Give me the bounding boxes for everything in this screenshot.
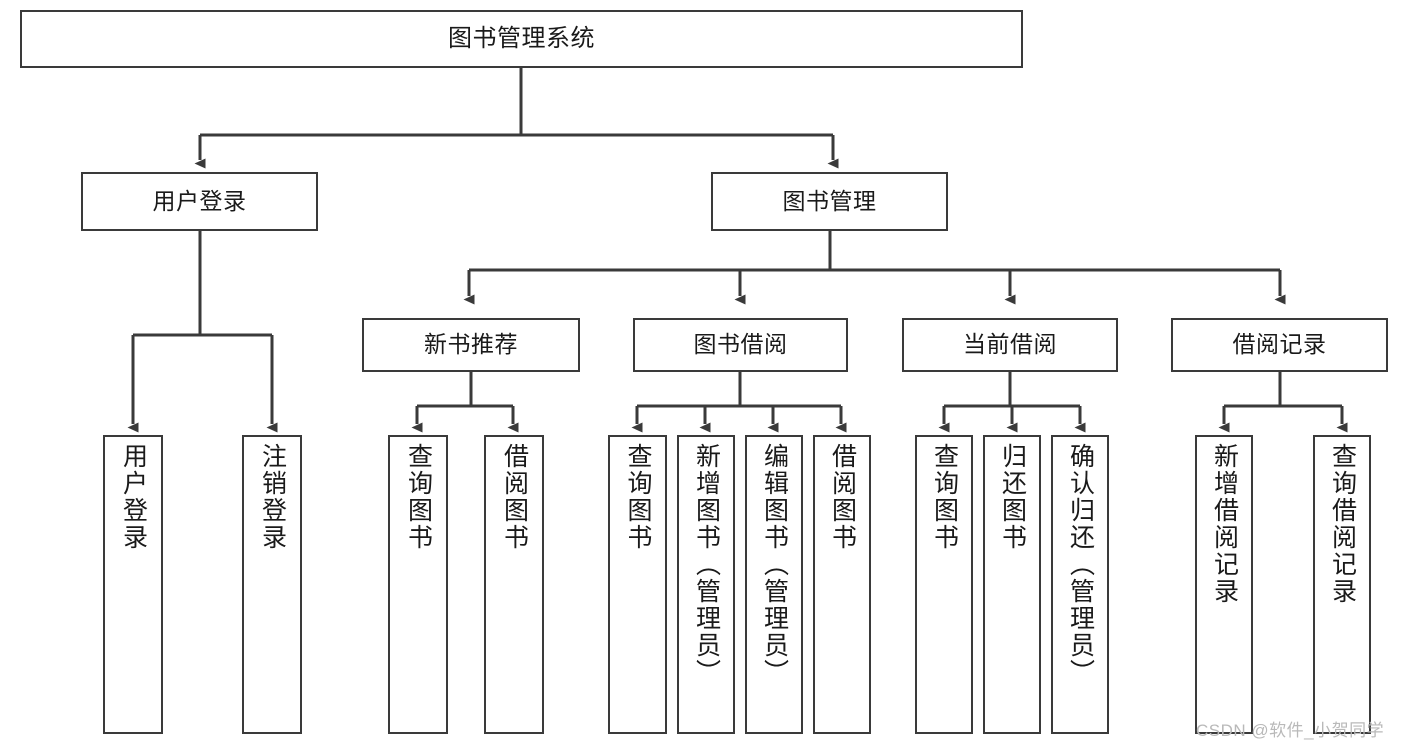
- leaf-logout[interactable]: 注销登录: [242, 435, 302, 734]
- leaf-query-book-1-label: 查询图书: [404, 443, 433, 551]
- node-current-borrow-label: 当前借阅: [963, 331, 1057, 358]
- leaf-confirm-return-label: 确认归还（管理员）: [1066, 443, 1095, 686]
- node-book-borrow-label: 图书借阅: [693, 331, 788, 358]
- leaf-query-book-1[interactable]: 查询图书: [388, 435, 448, 734]
- node-user-login[interactable]: 用户登录: [81, 172, 318, 231]
- node-new-book-rec-label: 新书推荐: [424, 331, 518, 358]
- leaf-query-book-3[interactable]: 查询图书: [915, 435, 973, 734]
- node-book-manage[interactable]: 图书管理: [711, 172, 948, 231]
- node-book-borrow[interactable]: 图书借阅: [633, 318, 848, 372]
- leaf-query-book-2-label: 查询图书: [624, 443, 652, 551]
- node-borrow-record-label: 借阅记录: [1232, 331, 1327, 358]
- node-current-borrow[interactable]: 当前借阅: [902, 318, 1118, 372]
- node-root-label: 图书管理系统: [448, 24, 595, 52]
- leaf-add-book-label: 新增图书（管理员）: [692, 443, 721, 686]
- leaf-logout-label: 注销登录: [258, 443, 287, 551]
- leaf-add-record-label: 新增借阅记录: [1210, 443, 1239, 605]
- node-user-login-label: 用户登录: [152, 187, 247, 214]
- node-root[interactable]: 图书管理系统: [20, 10, 1023, 68]
- leaf-add-book[interactable]: 新增图书（管理员）: [677, 435, 735, 734]
- leaf-query-record-label: 查询借阅记录: [1328, 443, 1357, 605]
- leaf-query-book-2[interactable]: 查询图书: [608, 435, 667, 734]
- node-book-manage-label: 图书管理: [782, 187, 877, 214]
- node-new-book-rec[interactable]: 新书推荐: [362, 318, 580, 372]
- leaf-confirm-return[interactable]: 确认归还（管理员）: [1051, 435, 1109, 734]
- node-borrow-record[interactable]: 借阅记录: [1171, 318, 1388, 372]
- leaf-return-book[interactable]: 归还图书: [983, 435, 1041, 734]
- leaf-add-record[interactable]: 新增借阅记录: [1195, 435, 1253, 734]
- leaf-borrow-book-1[interactable]: 借阅图书: [484, 435, 544, 734]
- leaf-borrow-book-2[interactable]: 借阅图书: [813, 435, 871, 734]
- leaf-user-login-label: 用户登录: [119, 443, 148, 551]
- leaf-query-record[interactable]: 查询借阅记录: [1313, 435, 1371, 734]
- leaf-edit-book-label: 编辑图书（管理员）: [760, 443, 789, 686]
- leaf-user-login[interactable]: 用户登录: [103, 435, 163, 734]
- leaf-borrow-book-1-label: 借阅图书: [500, 443, 529, 551]
- leaf-edit-book[interactable]: 编辑图书（管理员）: [745, 435, 803, 734]
- leaf-query-book-3-label: 查询图书: [930, 443, 959, 551]
- leaf-borrow-book-2-label: 借阅图书: [828, 443, 857, 551]
- watermark: CSDN @软件_小贺同学: [1196, 721, 1385, 740]
- leaf-return-book-label: 归还图书: [998, 443, 1027, 551]
